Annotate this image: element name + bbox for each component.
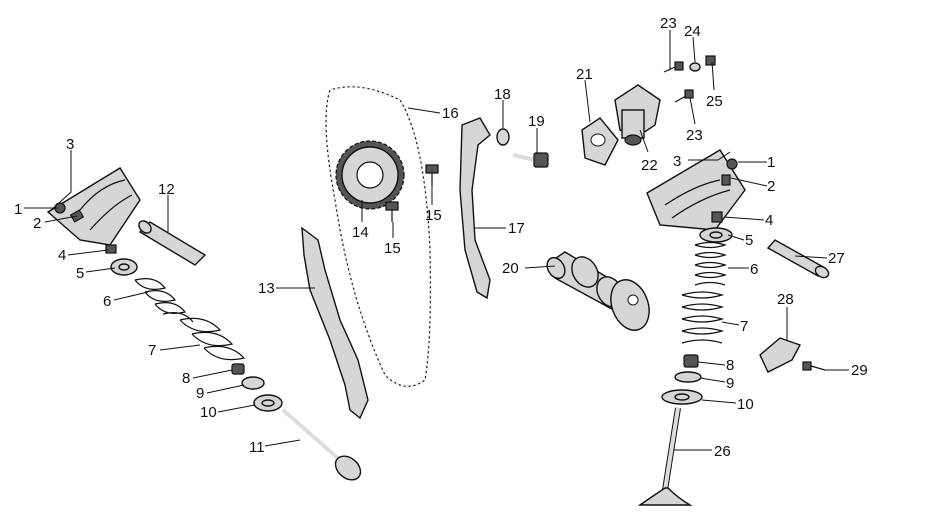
- callout-12: 12: [158, 181, 175, 198]
- rocker-shaft-right: [766, 239, 830, 279]
- valve-cotter-right: [683, 354, 699, 368]
- callout-27: 27: [828, 250, 845, 267]
- callout-4-right: 4: [765, 212, 773, 229]
- tensioner-washer: [689, 62, 701, 72]
- callout-6-right: 6: [750, 261, 758, 278]
- valve-cotter-left: [231, 363, 245, 375]
- rocker-arm-assembly-right: [646, 149, 746, 231]
- valve-spring-outer-right: [694, 241, 727, 286]
- callout-21: 21: [576, 66, 593, 83]
- valve-spring-retainer-left: [110, 258, 138, 276]
- callout-2-right: 2: [767, 178, 775, 195]
- callout-4-left: 4: [58, 247, 66, 264]
- callout-6-left: 6: [103, 293, 111, 310]
- leader-lines: [24, 30, 849, 451]
- sprocket-bolt-upper: [425, 164, 439, 186]
- exhaust-valve-right: [637, 407, 693, 506]
- cam-sprocket: [335, 140, 405, 210]
- callout-9-right: 9: [726, 375, 734, 392]
- sprocket-bolt-lower: [385, 201, 399, 222]
- valve-spring-retainer-right: [699, 227, 733, 243]
- valve-spring-seat-right: [661, 389, 703, 405]
- callout-23-upper: 23: [660, 15, 677, 32]
- callout-8-left: 8: [182, 370, 190, 387]
- cam-chain-tensioner-guide: [301, 226, 369, 420]
- callout-25: 25: [706, 93, 723, 110]
- tensioner-plug-screw: [705, 55, 716, 66]
- sealing-washer: [496, 128, 510, 146]
- decompressor-bolt: [802, 361, 826, 371]
- callout-labels: 1 2 3 4 5 6 7 8 9 10 11 12 13 14 15 15 1…: [14, 15, 868, 460]
- cam-chain: [324, 85, 432, 388]
- callout-14: 14: [352, 224, 369, 241]
- callout-26: 26: [714, 443, 731, 460]
- callout-15-upper: 15: [425, 207, 442, 224]
- intake-valve-left: [281, 408, 362, 481]
- callout-23-lower: 23: [686, 127, 703, 144]
- callout-28: 28: [777, 291, 794, 308]
- callout-9-left: 9: [196, 385, 204, 402]
- callout-13: 13: [258, 280, 275, 297]
- callout-20: 20: [502, 260, 519, 277]
- callout-1-left: 1: [14, 201, 22, 218]
- callout-5-left: 5: [76, 265, 84, 282]
- callout-16: 16: [442, 105, 459, 122]
- tensioner-bolt-lower: [674, 89, 694, 103]
- valve-spring-seat-left: [253, 394, 283, 412]
- tensioner-bolt-upper: [663, 61, 684, 73]
- callout-7-left: 7: [148, 342, 156, 359]
- callout-3-right: 3: [673, 153, 681, 170]
- callout-3-left: 3: [66, 136, 74, 153]
- rocker-arm-assembly-left: [46, 167, 141, 254]
- tensioner-gasket: [581, 117, 619, 166]
- callout-24: 24: [684, 23, 701, 40]
- tappet-adjuster-right: [711, 211, 723, 223]
- callout-29: 29: [851, 362, 868, 379]
- callout-10-right: 10: [737, 396, 754, 413]
- callout-19: 19: [528, 113, 545, 130]
- valve-spring-inner-right: [681, 291, 725, 344]
- valve-spring-inner-left: [179, 317, 246, 361]
- cam-chain-tensioner: [614, 84, 661, 146]
- callout-17: 17: [508, 220, 525, 237]
- callout-15-lower: 15: [384, 240, 401, 257]
- decompressor-plate: [759, 337, 802, 373]
- callout-18: 18: [494, 86, 511, 103]
- tensioner-bolt: [512, 152, 549, 168]
- camshaft: [546, 251, 650, 331]
- rocker-shaft-left: [138, 220, 207, 266]
- callout-7-right: 7: [740, 318, 748, 335]
- callout-8-right: 8: [726, 357, 734, 374]
- callout-10-left: 10: [200, 404, 217, 421]
- valve-seal-left: [241, 376, 265, 390]
- callout-2-left: 2: [33, 215, 41, 232]
- callout-22: 22: [641, 157, 658, 174]
- valve-spring-outer-left: [134, 278, 194, 323]
- callout-1-right: 1: [767, 154, 775, 171]
- valve-seal-right: [674, 371, 702, 383]
- callout-11: 11: [249, 439, 265, 456]
- callout-5-right: 5: [745, 232, 753, 249]
- cam-chain-guide: [459, 117, 491, 300]
